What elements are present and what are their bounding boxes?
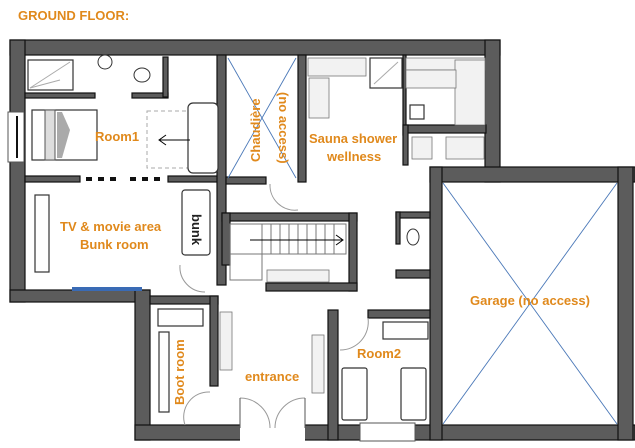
wellness-label: wellness (326, 149, 381, 164)
bench-icon (157, 308, 204, 327)
window-icon (359, 422, 416, 442)
garage-label: Garage (no access) (470, 293, 590, 308)
radiator-icon (219, 311, 233, 371)
tv-unit-icon (34, 194, 50, 273)
bunk-room-label: Bunk room (80, 237, 149, 252)
room1-label: Room1 (95, 129, 139, 144)
tv-area-label: TV & movie area (60, 219, 162, 234)
room1-furniture (27, 54, 219, 174)
no-access-label: (no access) (276, 92, 291, 164)
bench-icon (382, 321, 429, 340)
sauna-furniture (307, 57, 486, 160)
floor-title: GROUND FLOOR: (18, 8, 129, 23)
sauna-label: Sauna shower (309, 131, 397, 146)
bed-icon (400, 367, 427, 421)
toilet-icon (406, 228, 420, 246)
bed-icon (341, 367, 368, 421)
toilet-icon (133, 67, 151, 83)
staircase (229, 223, 347, 283)
door-icon (269, 183, 299, 211)
chaudiere-label: Chaudière (248, 98, 263, 162)
bunk-bed-icon (181, 189, 211, 256)
radiator-icon (311, 334, 325, 394)
bench-icon (158, 331, 170, 413)
no-access-cross (227, 57, 297, 179)
garage-no-access-cross (442, 182, 618, 425)
bunk-label: bunk (189, 214, 204, 246)
sofa-bed-icon (187, 102, 219, 174)
boot-room-label: Boot room (172, 339, 187, 405)
door-icon (179, 264, 206, 293)
entrance-door-icon[interactable] (239, 397, 306, 429)
room2-label: Room2 (357, 346, 401, 361)
entrance-label: entrance (245, 369, 299, 384)
tv-screen-icon (72, 287, 142, 291)
washbasin-icon (97, 54, 113, 70)
door-icon (183, 391, 211, 426)
door-icon (339, 317, 369, 351)
